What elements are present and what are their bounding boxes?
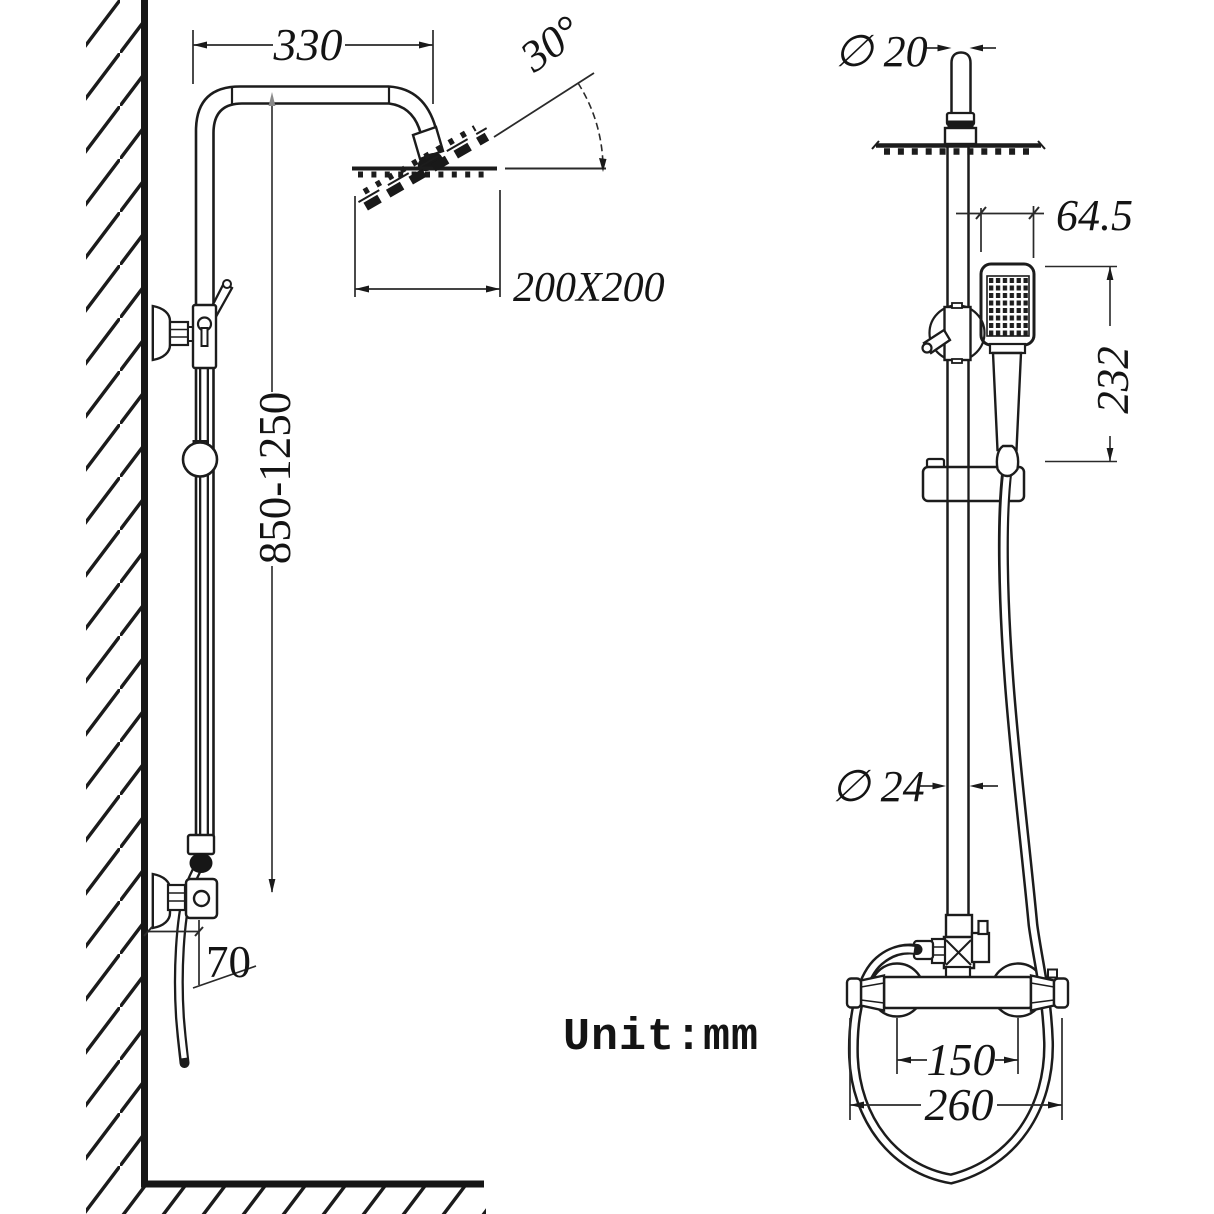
dim-wall-offset [143,920,257,989]
slider-ball [181,440,219,478]
handle-left [859,974,886,1012]
dim-head-angle [493,72,607,172]
dim-hand-shower-length [1045,265,1117,463]
dim-riser-diameter [920,782,998,790]
dim-hand-shower-offset [956,206,1044,258]
wall-flange-bottom [151,872,172,930]
dim-valve-centers [896,1018,1019,1074]
dim-hand-shower-length-label: 232 [1088,346,1138,414]
riser-pole-front [946,146,970,916]
dim-mixer-width [849,1018,1063,1120]
ball-joint-collar [411,125,445,161]
hand-shower-spray-face [986,275,1030,337]
riser-pipe-and-arm [194,85,439,852]
handle-right [1029,974,1056,1012]
wall-hatching [86,0,486,1214]
wall-union-bottom [151,833,219,930]
hand-shower-handle [991,351,1023,452]
dim-riser-diameter-label: ∅ 24 [831,762,924,811]
diverter-valve [921,302,986,364]
hand-shower-holder-side [151,279,234,370]
dim-mixer-width-label: 260 [925,1079,994,1130]
dim-head-size-label: 200X200 [513,265,665,311]
mixer-handles [845,974,1070,1012]
dim-hand-shower-offset-label: 64.5 [1056,191,1133,240]
dim-arm-length [192,30,434,104]
overhead-shower-front [871,140,1046,155]
dim-riser-height-label: 850-1250 [250,392,300,565]
hand-shower-front [979,262,1036,452]
dim-inlet-diameter-label: ∅ 20 [834,27,927,76]
mixer-bar [882,975,1033,1010]
dim-inlet-diameter [925,44,996,52]
top-inlet-pipe [943,51,978,146]
mixer-valve [869,913,1058,1018]
hose-nut [995,444,1020,478]
unit-label: Unit:mm [563,1012,759,1063]
dim-head-size [354,190,501,297]
dim-valve-centers-label: 150 [927,1034,996,1085]
dim-wall-offset-label: 70 [206,937,251,987]
head-plate-tilted-30deg [357,125,490,211]
dim-riser-height [268,92,276,893]
dim-head-angle-label: 30° [511,6,590,82]
slide-bracket [921,457,1026,503]
front-view: ∅ 20 64.5 232 ∅ 24 [831,27,1138,1185]
overhead-shower-side [352,125,497,211]
wall-flange-top [151,304,172,362]
dim-arm-length-label: 330 [273,19,343,70]
